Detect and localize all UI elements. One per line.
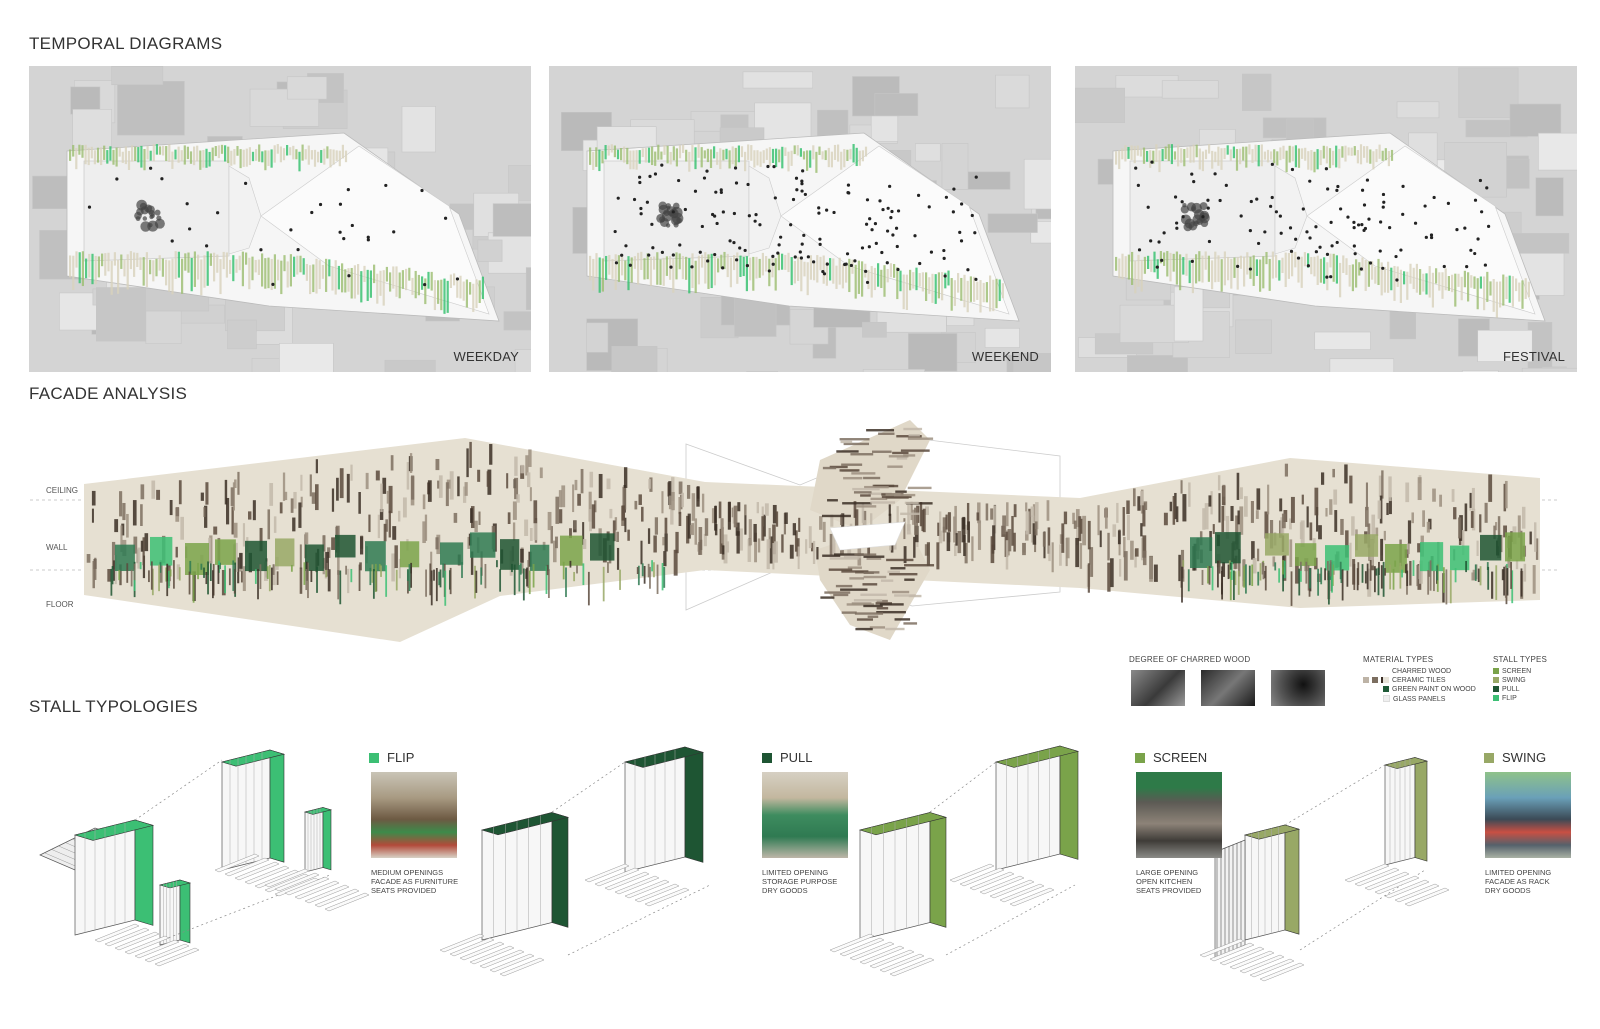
panel-label-festival: FESTIVAL — [1502, 349, 1565, 364]
facade-analysis-title: FACADE ANALYSIS — [29, 384, 188, 403]
legend-stall-title: STALL TYPES — [1493, 655, 1548, 664]
material-item-green-paint: GREEN PAINT ON WOOD — [1383, 686, 1476, 693]
stall-legend-swing: SWING — [1493, 677, 1526, 684]
stall-title-screen: SCREEN — [1135, 750, 1207, 765]
charred-wood-heavy-photo — [1271, 670, 1325, 706]
legend-charred-title: DEGREE OF CHARRED WOOD — [1129, 655, 1251, 664]
flip-color-square — [369, 753, 379, 763]
charred-wood-light-photo — [1131, 670, 1185, 706]
level-wall-label: WALL — [46, 543, 68, 552]
flip-stall-photo — [371, 772, 457, 858]
facade-elevation — [30, 420, 1560, 642]
level-floor-label: FLOOR — [46, 600, 74, 609]
temporal-panel-festival: FESTIVAL — [1075, 66, 1577, 372]
stall-title-swing: SWING — [1484, 750, 1546, 765]
pull-color-square — [762, 753, 772, 763]
swing-stall-photo — [1485, 772, 1571, 858]
temporal-panel-weekday: WEEKDAY — [29, 66, 531, 372]
stall-axonometrics — [39, 745, 1450, 982]
aerial-plan — [561, 71, 1051, 372]
screen-stall-photo — [1136, 772, 1222, 858]
pull-stall-photo — [762, 772, 848, 858]
stall-typologies-title: STALL TYPOLOGIES — [29, 697, 198, 716]
temporal-panel-weekend: WEEKEND — [549, 66, 1051, 372]
stall-title-pull: PULL — [762, 750, 813, 765]
swing-color-square — [1484, 753, 1494, 763]
panel-label-weekday: WEEKDAY — [453, 349, 519, 364]
legend-material-title: MATERIAL TYPES — [1363, 655, 1434, 664]
stall-legend-flip: FLIP — [1493, 695, 1517, 702]
aerial-plan — [1075, 67, 1577, 372]
material-item-ceramic-tiles: CERAMIC TILES — [1383, 677, 1446, 684]
stall-legend-pull: PULL — [1493, 686, 1520, 693]
stall-legend-screen: SCREEN — [1493, 668, 1531, 675]
stall-title-flip: FLIP — [369, 750, 414, 765]
charred-wood-medium-photo — [1201, 670, 1255, 706]
level-ceiling-label: CEILING — [46, 486, 79, 495]
material-item-charred-wood: CHARRED WOOD — [1392, 668, 1452, 675]
screen-color-square — [1135, 753, 1145, 763]
temporal-diagrams-title: TEMPORAL DIAGRAMS — [29, 34, 223, 53]
aerial-plan — [32, 66, 531, 372]
panel-label-weekend: WEEKEND — [971, 349, 1039, 364]
material-item-glass-panels: GLASS PANELS — [1383, 695, 1445, 703]
